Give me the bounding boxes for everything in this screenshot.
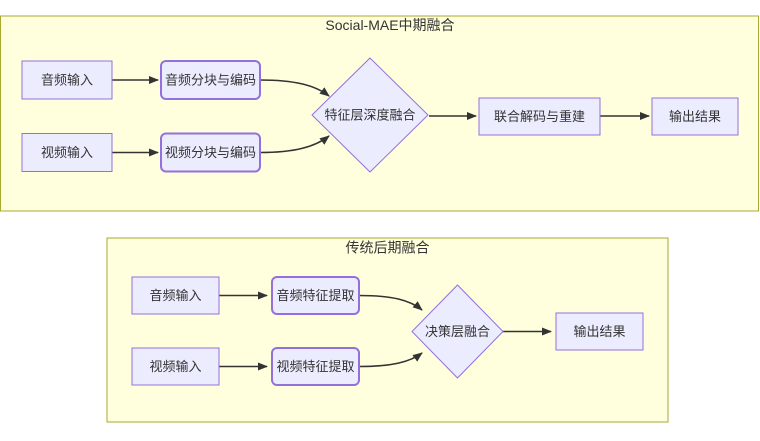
node-video-patch-encode-label: 视频分块与编码: [165, 145, 256, 160]
cluster-social-mae-mid-fusion-title: Social-MAE中期融合: [325, 17, 454, 33]
node-output-result-late-box: [555, 312, 644, 351]
node-audio-feature-extract: 音频特征提取: [271, 276, 360, 315]
node-feature-deep-fusion: 特征层深度融合: [311, 57, 429, 173]
node-audio-input-mid: 音频输入: [21, 60, 113, 100]
node-video-input-late-label: 视频输入: [149, 359, 201, 374]
node-video-input-late-box: [131, 347, 220, 386]
node-audio-input-mid-box: [21, 60, 113, 100]
node-audio-input-late-label: 音频输入: [149, 288, 201, 303]
node-decision-fusion: 决策层融合: [411, 284, 504, 379]
node-feature-deep-fusion-label: 特征层深度融合: [324, 108, 415, 123]
node-video-feature-extract-box: [271, 347, 360, 386]
edge-audio-feature-extract-to-decision-fusion: [358, 294, 423, 311]
node-video-input-mid: 视频输入: [21, 133, 113, 172]
node-video-input-mid-label: 视频输入: [41, 145, 93, 160]
node-audio-input-mid-label: 音频输入: [41, 73, 93, 88]
node-audio-patch-encode: 音频分块与编码: [160, 60, 261, 100]
node-audio-input-late: 音频输入: [131, 276, 220, 315]
node-video-input-late: 视频输入: [131, 347, 220, 386]
cluster-traditional-late-fusion-title: 传统后期融合: [346, 240, 430, 256]
edge-video-patch-encode-to-feature-deep-fusion: [259, 135, 330, 154]
node-decision-fusion-label: 决策层融合: [425, 324, 490, 339]
node-output-result-mid-box: [651, 97, 739, 136]
node-audio-feature-extract-label: 音频特征提取: [276, 288, 354, 303]
node-video-feature-extract-label: 视频特征提取: [276, 359, 354, 374]
node-audio-patch-encode-label: 音频分块与编码: [165, 73, 256, 88]
node-feature-deep-fusion-diamond: [311, 57, 429, 173]
node-joint-decode-rebuild-box: [478, 97, 601, 136]
node-output-result-mid-label: 输出结果: [669, 109, 721, 124]
node-audio-patch-encode-box: [160, 60, 261, 100]
node-joint-decode-rebuild-label: 联合解码与重建: [494, 109, 585, 124]
node-video-feature-extract: 视频特征提取: [271, 347, 360, 386]
node-audio-feature-extract-box: [271, 276, 360, 315]
edge-video-feature-extract-to-decision-fusion: [358, 352, 423, 368]
node-video-input-mid-box: [21, 133, 113, 172]
node-audio-input-late-box: [131, 276, 220, 315]
edge-audio-patch-encode-to-feature-deep-fusion: [259, 79, 330, 97]
node-output-result-mid: 输出结果: [651, 97, 739, 136]
node-output-result-late-label: 输出结果: [573, 324, 625, 339]
node-output-result-late: 输出结果: [555, 312, 644, 351]
node-video-patch-encode: 视频分块与编码: [160, 132, 261, 173]
node-video-patch-encode-box: [160, 132, 261, 173]
node-joint-decode-rebuild: 联合解码与重建: [478, 97, 601, 136]
node-decision-fusion-diamond: [411, 284, 504, 379]
